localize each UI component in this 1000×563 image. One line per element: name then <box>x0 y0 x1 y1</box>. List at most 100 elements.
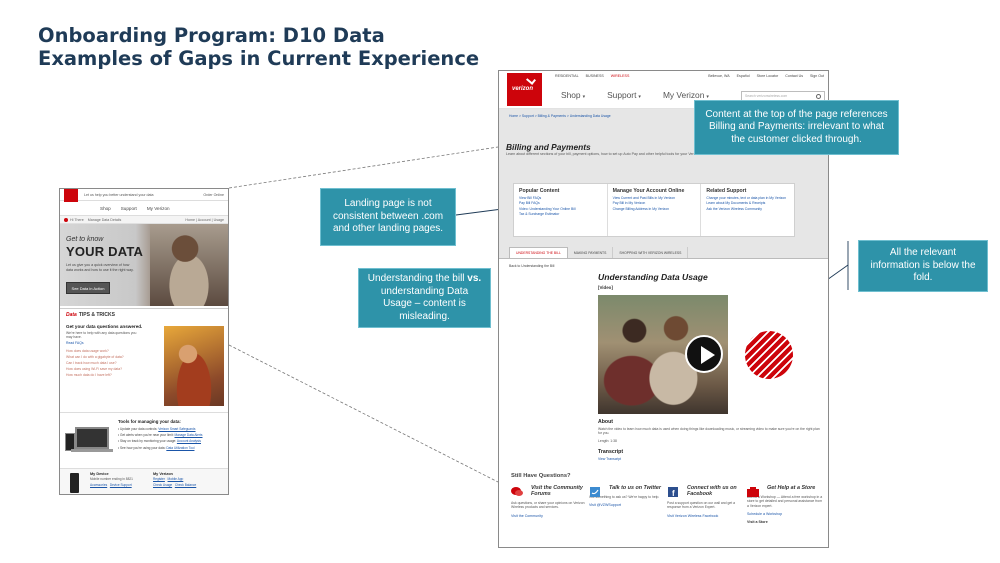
related-support: Related Support Change your minutes, tex… <box>701 184 794 236</box>
help-link[interactable]: Visit the Community <box>511 513 543 518</box>
callout-landing-text: Landing page is not consistent between .… <box>332 198 444 235</box>
mini-faq-item[interactable]: How does using Wi-Fi save my data? <box>66 366 122 371</box>
about-heading: About <box>598 419 613 425</box>
callout-landing-page: Landing page is not consistent between .… <box>320 188 456 246</box>
mini-questions-heading: Get your data questions answered. <box>66 324 143 329</box>
mini-order-link[interactable]: Order Online <box>203 192 224 197</box>
mini-tool-text: See how you're using your data: <box>120 445 167 450</box>
popular-link[interactable]: Video: Understanding Your Online Bill <box>519 206 576 211</box>
mini-tool-link[interactable]: Account Analysis <box>176 439 201 444</box>
mini-tool-text: Stay on track by monitoring your usage: <box>120 439 177 444</box>
popular-heading: Popular Content <box>519 188 560 194</box>
verizon-logo[interactable]: verizon <box>507 73 542 106</box>
espanol-link[interactable]: Español <box>736 74 750 78</box>
mini-tool-text: Update your data controls: <box>120 427 159 431</box>
mini-tool-link[interactable]: Verizon Smart Safeguards <box>158 427 196 431</box>
mini-crumb-right[interactable]: Home | Account | Usage <box>185 217 224 222</box>
mini-questions-text: We're here to help with any data questio… <box>66 331 137 340</box>
mini-top-text: Let us help you better understand your d… <box>84 192 154 197</box>
mini-device-support-link[interactable]: Device Support <box>109 482 132 487</box>
svg-text:f: f <box>672 489 675 497</box>
nav-shop[interactable]: Shop▾ <box>561 90 585 100</box>
mini-my-verizon: My Verizon Register Mobile App Check Usa… <box>153 472 225 487</box>
popular-link[interactable]: Pay Bill FAQs <box>519 201 540 206</box>
search-icon[interactable] <box>816 94 821 99</box>
mini-tool-link[interactable]: Data Utilization Tool <box>166 445 195 450</box>
slide-title-line-2: Examples of Gaps in Current Experience <box>38 47 480 70</box>
mini-check-usage-link[interactable]: Check Usage <box>153 482 173 487</box>
mini-greeting-sub[interactable]: Manage Data Details <box>87 217 122 222</box>
nav-support[interactable]: Support▾ <box>607 90 641 100</box>
mini-tools-text: Tools for managing your data: • Update y… <box>118 419 224 451</box>
mini-tips-italic: Data <box>66 311 77 318</box>
help-link[interactable]: Schedule a Workshop <box>747 512 783 517</box>
mini-mobile-app-link[interactable]: Mobile App <box>167 477 184 481</box>
play-icon[interactable] <box>685 335 723 373</box>
mini-landing-page: Let us help you better understand your d… <box>59 188 229 495</box>
popular-link[interactable]: View Bill FAQs <box>519 196 542 200</box>
mini-nav-shop[interactable]: Shop <box>100 205 111 211</box>
mini-hero-photo <box>150 224 228 306</box>
manage-link[interactable]: View Current and Past Bills in My Verizo… <box>612 196 675 200</box>
mini-faq-item[interactable]: Can I track how much data I use? <box>66 361 117 365</box>
callout-bill-vs: vs. <box>467 273 482 284</box>
help-desc: Post a support question on our wall and … <box>667 501 736 510</box>
back-link[interactable]: Back to Understanding the Bill <box>509 264 555 268</box>
top-link-residential[interactable]: RESIDENTIAL <box>555 74 579 78</box>
help-link-store[interactable]: Visit a Store <box>747 520 768 525</box>
transcript-link[interactable]: View Transcript <box>598 457 622 461</box>
utility-bar: RESIDENTIAL BUSINESS WIRELESS Bellevue, … <box>499 71 828 81</box>
sign-out-link[interactable]: Sign Out <box>810 74 824 78</box>
video-player[interactable] <box>598 295 812 414</box>
help-community: Visit the Community Forums Ask questions… <box>511 485 587 518</box>
help-link[interactable]: Visit Verizon Wireless Facebook <box>667 513 719 518</box>
mini-faq-item[interactable]: How does data usage work? <box>66 349 109 354</box>
laptop-base <box>71 449 113 452</box>
popular-link[interactable]: Tax & Surcharge Estimator <box>519 212 560 217</box>
content-title: Understanding Data Usage <box>598 272 708 282</box>
mini-read-faqs-link[interactable]: Read FAQs <box>66 341 84 346</box>
mini-register-link[interactable]: Register <box>153 477 165 481</box>
mini-nav-support[interactable]: Support <box>120 205 137 211</box>
related-link[interactable]: Learn about My Documents & Receipts <box>706 201 766 206</box>
mini-questions-photo <box>164 326 224 406</box>
mini-footer: My Device Mobile number ending in 8821 A… <box>60 468 228 494</box>
mini-nav-my-verizon[interactable]: My Verizon <box>146 205 170 211</box>
section-title: Billing and Payments <box>506 142 591 152</box>
tab-understanding-the-bill[interactable]: UNDERSTANDING THE BILL <box>509 247 568 258</box>
mini-tips-label: TIPS & TRICKS <box>78 311 115 318</box>
mini-tools-heading: Tools for managing your data: <box>118 419 181 424</box>
tab-making-payments[interactable]: MAKING PAYMENTS <box>568 247 614 258</box>
section-tabs: UNDERSTANDING THE BILL MAKING PAYMENTS S… <box>499 247 828 259</box>
help-link[interactable]: Visit @VZWSupport <box>589 503 621 508</box>
help-title: Visit the Community Forums <box>531 485 583 497</box>
nav-my-verizon[interactable]: My Verizon▾ <box>663 90 709 100</box>
breadcrumb[interactable]: Home > Support > Billing & Payments > Un… <box>509 114 611 118</box>
mini-tool-item: • Update your data controls: Verizon Sma… <box>118 427 196 431</box>
mini-faq-item[interactable]: How much data do I have left? <box>66 372 112 377</box>
location-link[interactable]: Bellevue, WA <box>708 74 730 78</box>
mini-check-balance-link[interactable]: Check Balance <box>174 482 197 487</box>
mini-faq-item[interactable]: What can I do with a gigabyte of data? <box>66 355 124 360</box>
callout-bill-vs-data: Understanding the bill vs. understanding… <box>358 268 491 328</box>
mini-accessories-link[interactable]: Accessories <box>90 482 108 487</box>
top-link-business[interactable]: BUSINESS <box>585 74 604 78</box>
manage-link[interactable]: Pay Bill in My Verizon <box>612 201 646 206</box>
manage-account: Manage Your Account Online View Current … <box>608 184 702 236</box>
mini-device-phone-icon <box>70 473 79 493</box>
mini-hero-button[interactable]: See Data in Action <box>66 282 110 294</box>
related-link[interactable]: Change your minutes, text or data plan i… <box>706 196 787 200</box>
mini-tool-link[interactable]: Manage Data Alerts <box>174 433 203 438</box>
tab-shopping[interactable]: SHOPPING WITH VERIZON WIRELESS <box>613 247 689 258</box>
help-twitter: Talk to us on Twitter Got something to a… <box>589 485 665 507</box>
contact-us-link[interactable]: Contact Us <box>785 74 804 78</box>
mini-tool-item: • See how you're using your data: Data U… <box>118 445 195 450</box>
manage-link[interactable]: Change Billing Address in My Verizon <box>612 206 670 211</box>
top-link-wireless[interactable]: WIRELESS <box>610 74 630 78</box>
store-locator-link[interactable]: Store Locator <box>756 74 779 78</box>
mini-verizon-logo[interactable] <box>64 189 78 202</box>
mini-greeting: Hi There <box>70 217 84 222</box>
related-link[interactable]: Ask the Verizon Wireless Community <box>706 206 762 211</box>
content-subtitle: [Video] <box>598 285 613 290</box>
callout-bill-part2: understanding Data Usage – content is mi… <box>380 285 469 322</box>
